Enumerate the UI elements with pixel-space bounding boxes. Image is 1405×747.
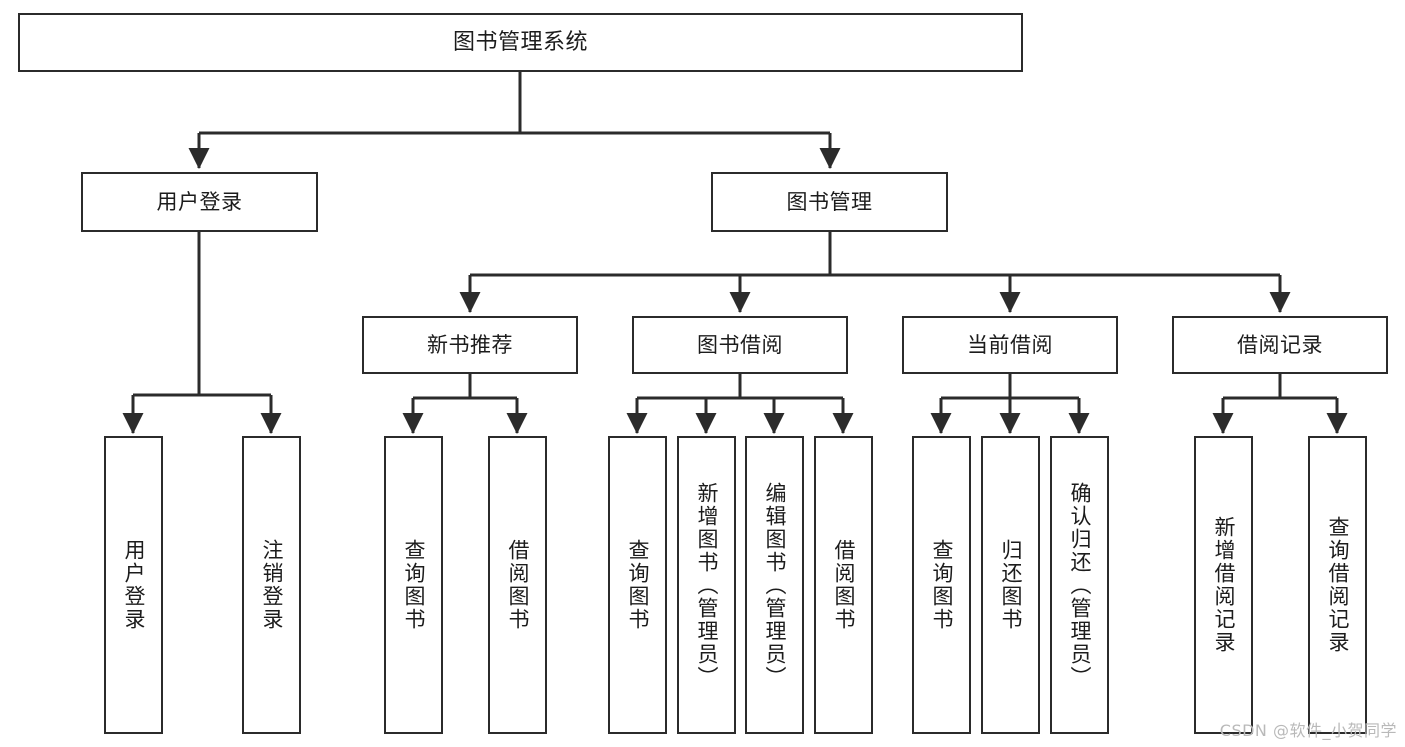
node-new-book-recommend[interactable]: 新书推荐 bbox=[362, 316, 578, 374]
node-current-borrow-label: 当前借阅 bbox=[967, 332, 1053, 357]
node-leaf-logout-label: 注销登录 bbox=[259, 539, 284, 631]
node-leaf-add-book-label: 新增图书（管理员） bbox=[694, 481, 719, 689]
node-leaf-logout[interactable]: 注销登录 bbox=[242, 436, 301, 734]
node-book-borrow-label: 图书借阅 bbox=[697, 332, 783, 357]
node-book-borrow[interactable]: 图书借阅 bbox=[632, 316, 848, 374]
node-root-label: 图书管理系统 bbox=[452, 29, 588, 55]
node-leaf-return-book-label: 归还图书 bbox=[998, 539, 1023, 631]
node-leaf-borrow-book-2[interactable]: 借阅图书 bbox=[814, 436, 873, 734]
node-leaf-query-book-2[interactable]: 查询图书 bbox=[608, 436, 667, 734]
node-leaf-user-login[interactable]: 用户登录 bbox=[104, 436, 163, 734]
node-leaf-query-book-1[interactable]: 查询图书 bbox=[384, 436, 443, 734]
watermark: CSDN @软件_小贺同学 bbox=[1219, 721, 1397, 740]
node-new-book-recommend-label: 新书推荐 bbox=[427, 332, 513, 357]
node-leaf-confirm-return[interactable]: 确认归还（管理员） bbox=[1050, 436, 1109, 734]
node-borrow-record[interactable]: 借阅记录 bbox=[1172, 316, 1388, 374]
node-leaf-borrow-book-2-label: 借阅图书 bbox=[831, 539, 856, 631]
node-leaf-add-record[interactable]: 新增借阅记录 bbox=[1194, 436, 1253, 734]
node-leaf-query-book-1-label: 查询图书 bbox=[401, 539, 426, 631]
node-leaf-edit-book[interactable]: 编辑图书（管理员） bbox=[745, 436, 804, 734]
node-book-manage-label: 图书管理 bbox=[786, 189, 873, 214]
node-root[interactable]: 图书管理系统 bbox=[18, 13, 1023, 72]
node-borrow-record-label: 借阅记录 bbox=[1237, 332, 1323, 357]
node-book-manage[interactable]: 图书管理 bbox=[711, 172, 948, 232]
node-leaf-borrow-book-1[interactable]: 借阅图书 bbox=[488, 436, 547, 734]
node-leaf-add-record-label: 新增借阅记录 bbox=[1211, 516, 1236, 654]
node-leaf-add-book[interactable]: 新增图书（管理员） bbox=[677, 436, 736, 734]
node-user-login[interactable]: 用户登录 bbox=[81, 172, 318, 232]
node-leaf-query-book-3-label: 查询图书 bbox=[929, 539, 954, 631]
node-leaf-query-book-3[interactable]: 查询图书 bbox=[912, 436, 971, 734]
node-leaf-confirm-return-label: 确认归还（管理员） bbox=[1067, 481, 1092, 689]
node-user-login-label: 用户登录 bbox=[156, 189, 243, 214]
node-leaf-query-book-2-label: 查询图书 bbox=[625, 539, 650, 631]
node-leaf-query-record[interactable]: 查询借阅记录 bbox=[1308, 436, 1367, 734]
node-leaf-user-login-label: 用户登录 bbox=[121, 539, 146, 631]
node-leaf-return-book[interactable]: 归还图书 bbox=[981, 436, 1040, 734]
node-current-borrow[interactable]: 当前借阅 bbox=[902, 316, 1118, 374]
node-leaf-borrow-book-1-label: 借阅图书 bbox=[505, 539, 530, 631]
node-leaf-edit-book-label: 编辑图书（管理员） bbox=[762, 481, 787, 689]
node-leaf-query-record-label: 查询借阅记录 bbox=[1325, 516, 1350, 654]
